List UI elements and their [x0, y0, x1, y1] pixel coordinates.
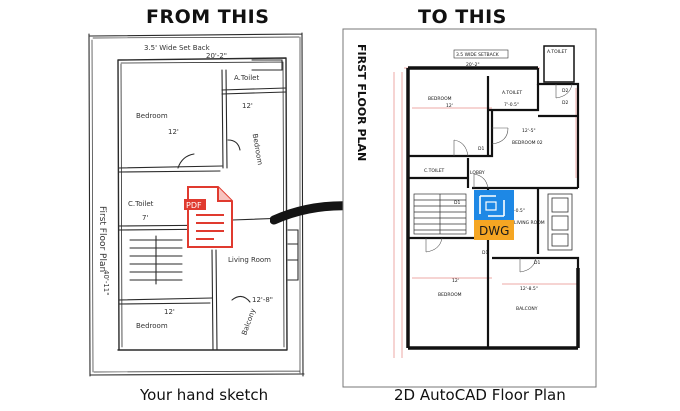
plan-top-dim: 20'-2"	[466, 62, 480, 68]
plan-room-ctoilet: C.TOILET	[424, 168, 445, 174]
plan-vertical-title: FIRST FLOOR PLAN	[355, 44, 368, 161]
sketch-room-balcony: Balcony	[240, 308, 257, 337]
plan-dim-living: -0.5"	[514, 208, 525, 214]
sketch-side-text: First Floor Plan	[97, 206, 107, 272]
sketch-dim-bed1: 12'	[168, 128, 179, 136]
sketch-room-bed1: Bedroom	[136, 112, 168, 120]
to-this-heading: TO THIS	[418, 6, 507, 28]
door-tag-5: D2	[562, 88, 568, 94]
door-tag-6: D2	[562, 100, 568, 106]
door-tag-2: D1	[454, 200, 460, 206]
plan-dim-atoilet1: 7'-0.5"	[504, 102, 519, 108]
sketch-top-label: 3.5' Wide Set Back	[144, 44, 211, 52]
plan-room-living: LIVING ROOM	[514, 220, 545, 226]
plan-dim-balcony: 12'-8.5"	[520, 286, 538, 292]
dwg-label: DWG	[479, 224, 509, 238]
plan-room-bed3: BEDROOM	[438, 292, 462, 298]
plan-dim-bed1: 12'	[446, 103, 453, 109]
dwg-file-icon: DWG	[474, 190, 514, 240]
sketch-top-dim: 20'-2"	[206, 52, 227, 60]
sketch-room-toilet2: C.Toilet	[128, 200, 154, 208]
plan-room-atoilet1: A.TOILET	[502, 90, 522, 96]
hand-sketch-caption: Your hand sketch	[140, 386, 269, 404]
sketch-room-bed2: Bedroom	[251, 133, 264, 166]
from-this-heading: FROM THIS	[146, 6, 270, 28]
plan-dim-bed3: 12'	[452, 278, 459, 284]
plan-room-bed2: BEDROOM 02	[512, 140, 543, 146]
door-tag-1: D1	[478, 146, 484, 152]
plan-room-atoilet2: A.TOILET	[547, 49, 567, 55]
sketch-side-dim: 40'-11"	[102, 270, 110, 295]
sketch-room-toilet1: A.Toilet	[234, 74, 259, 82]
cad-plan-caption: 2D AutoCAD Floor Plan	[394, 386, 566, 404]
sketch-room-living: Living Room	[228, 256, 271, 264]
sketch-dim-bed2: 12'	[242, 102, 253, 110]
door-tag-4: D1	[534, 260, 540, 266]
plan-room-bed1: BEDROOM	[428, 96, 452, 102]
sketch-room-bed3: Bedroom	[136, 322, 168, 330]
sketch-dim-balcony: 12'-8"	[252, 296, 273, 304]
cad-plan: FIRST FLOOR PLAN	[342, 28, 597, 388]
plan-dim-bed2: 12'-5"	[522, 128, 536, 134]
pdf-label: PDF	[186, 201, 202, 210]
pdf-file-icon: PDF	[184, 186, 233, 248]
hand-sketch: 3.5' Wide Set Back 20'-2" Bedroom 12' A.…	[88, 32, 305, 377]
sketch-dim-bed3: 12'	[164, 308, 175, 316]
plan-room-lobby: LOBBY	[470, 170, 485, 176]
plan-room-balcony: BALCONY	[516, 306, 538, 312]
door-tag-3: D1	[482, 250, 488, 256]
plan-top-label: 3.5 WIDE SETBACK	[456, 52, 500, 58]
sketch-dim-toilet2: 7'	[142, 214, 148, 222]
